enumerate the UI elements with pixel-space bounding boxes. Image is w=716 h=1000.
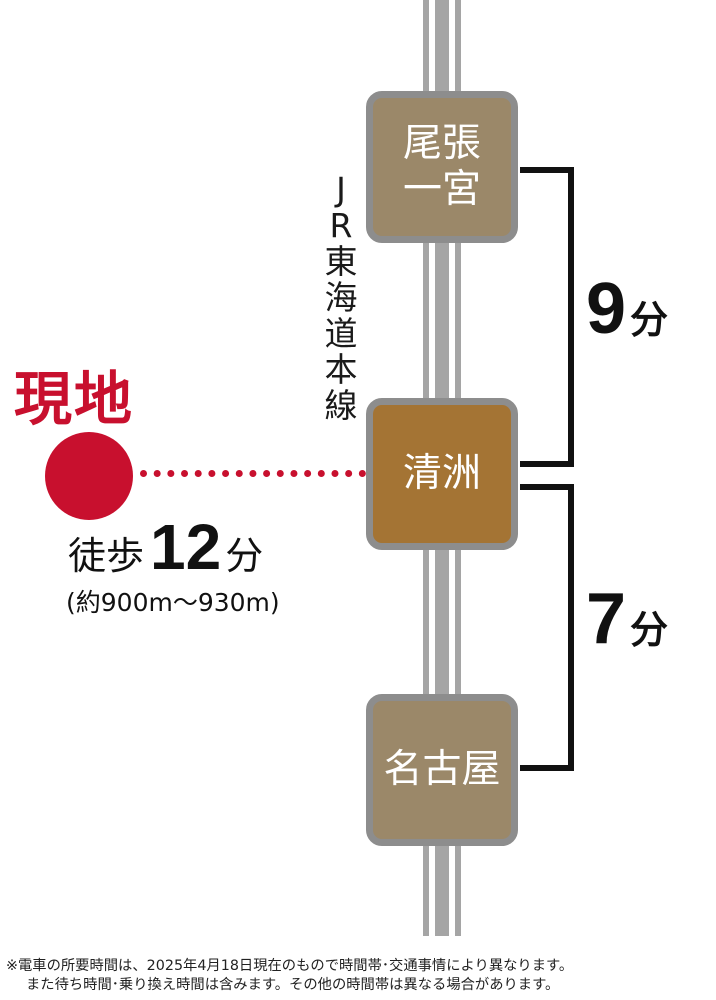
walk-distance: (約900m〜930m) (66, 588, 280, 617)
site-marker (45, 432, 133, 520)
walk-unit: 分 (225, 534, 264, 578)
bracket-kiyosu-nagoya (520, 484, 574, 771)
station-name: 尾張 一宮 (402, 121, 481, 212)
line-name-char: 海 (324, 278, 358, 317)
line-name-char: 道 (324, 314, 358, 353)
walk-route-dotted-line (140, 470, 366, 477)
site-label: 現地 (14, 365, 135, 433)
line-name-char: R (329, 206, 353, 245)
time-number: 7 (586, 579, 627, 659)
footnote-line: ※電車の所要時間は、2025年4月18日現在のもので時間帯･交通事情により異なり… (6, 958, 574, 974)
station-owari-ichinomiya: 尾張 一宮 (366, 91, 518, 243)
station-name: 名古屋 (383, 747, 501, 792)
line-name-char: 線 (324, 386, 358, 425)
time-number: 9 (586, 269, 627, 349)
station-name: 清洲 (402, 451, 481, 496)
bracket-kiyosu-owari (520, 167, 574, 467)
time-unit: 分 (630, 610, 669, 652)
walk-word: 徒歩 (68, 534, 145, 578)
line-name-char: J (336, 170, 346, 209)
station-kiyosu: 清洲 (366, 398, 518, 550)
line-name-char: 本 (324, 350, 358, 389)
line-name-vertical: J R 東 海 道 本 線 (318, 172, 364, 424)
time-unit: 分 (630, 300, 669, 342)
footnote: ※電車の所要時間は、2025年4月18日現在のもので時間帯･交通事情により異なり… (6, 957, 712, 995)
footnote-line: また待ち時間･乗り換え時間は含みます。その他の時間帯は異なる場合があります。 (26, 977, 560, 993)
line-name-char: 東 (324, 242, 358, 281)
station-nagoya: 名古屋 (366, 694, 518, 846)
walk-number: 12 (150, 511, 222, 583)
